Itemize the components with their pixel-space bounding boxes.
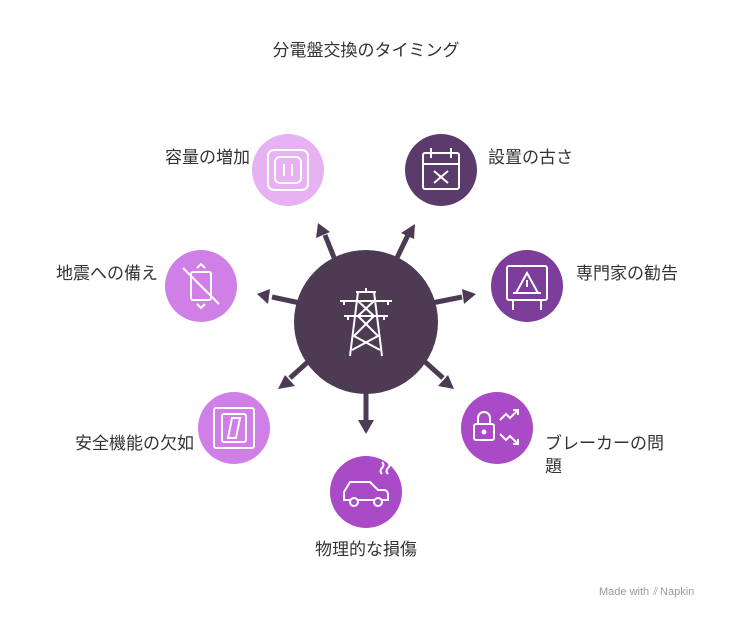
label-damage: 物理的な損傷 — [315, 540, 417, 560]
arrow-age — [392, 224, 415, 264]
hub-node — [294, 250, 438, 394]
arrow-safety — [278, 358, 312, 389]
watermark-prefix: Made with — [599, 586, 650, 598]
label-safety: 安全機能の欠如 — [75, 434, 194, 454]
lock-trend-icon — [473, 409, 519, 445]
switch-panel-icon — [213, 407, 255, 449]
diagram-title: 分電盤交換のタイミング — [272, 41, 460, 61]
label-breaker-line2: 題 — [545, 457, 562, 477]
arrow-expert — [431, 289, 476, 306]
warning-sign-icon — [506, 265, 548, 310]
label-breaker-line1: ブレーカーの問 — [545, 434, 664, 454]
node-age — [405, 134, 477, 206]
arrow-capacity — [316, 223, 338, 261]
outlet-icon — [267, 149, 309, 191]
power-tower-icon — [340, 288, 392, 357]
arrow-damage — [358, 392, 374, 434]
no-phone-icon — [182, 262, 220, 310]
napkin-watermark[interactable]: Made with⫽Napkin — [599, 586, 694, 599]
napkin-logo-icon: ⫽ — [653, 586, 659, 598]
node-breaker — [461, 392, 533, 464]
arrow-breaker — [421, 358, 454, 389]
car-smoke-icon — [343, 461, 391, 507]
label-expert: 専門家の勧告 — [576, 264, 678, 284]
label-age: 設置の古さ — [488, 148, 573, 168]
node-safety — [198, 392, 270, 464]
node-damage — [330, 456, 402, 528]
node-capacity — [252, 134, 324, 206]
watermark-brand: Napkin — [660, 586, 695, 598]
hub-arrows — [257, 223, 476, 434]
node-earthquake — [165, 250, 237, 322]
calendar-x-icon — [422, 148, 460, 190]
label-earthquake: 地震への備え — [56, 264, 158, 284]
label-capacity: 容量の増加 — [165, 148, 250, 168]
arrow-earthquake — [257, 289, 301, 306]
node-expert — [491, 250, 563, 322]
